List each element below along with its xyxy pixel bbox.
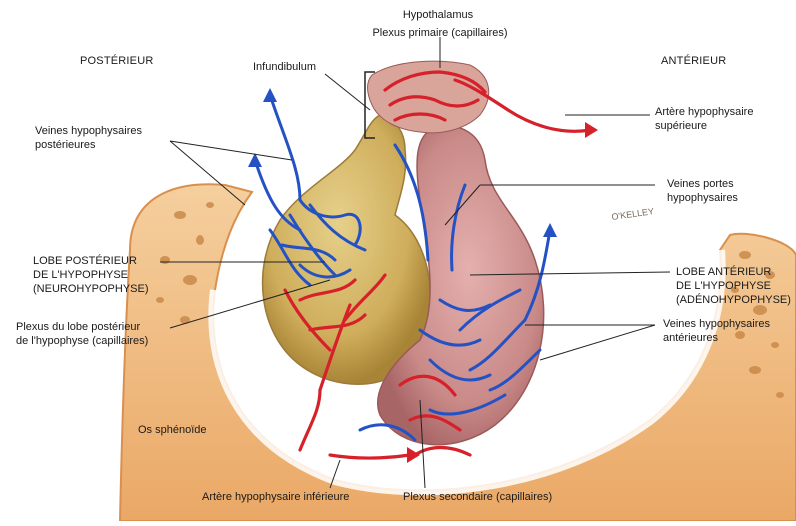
label-artere-inf: Artère hypophysaire inférieure [202,491,349,504]
label-veines-post-2: postérieures [35,139,96,152]
label-plexus-sec: Plexus secondaire (capillaires) [403,491,552,504]
label-plexus-post-2: de l'hypophyse (capillaires) [16,335,148,348]
label-os-sphenoide: Os sphénoïde [138,424,207,437]
label-lobe-post-2: DE L'HYPOPHYSE [33,269,128,282]
label-infundibulum: Infundibulum [253,61,316,74]
label-plexus-primaire: Plexus primaire (capillaires) [355,27,525,40]
label-veines-portes-1: Veines portes [667,178,734,191]
label-hypothalamus: Hypothalamus [378,9,498,22]
label-anterior: ANTÉRIEUR [661,55,726,68]
label-veines-portes-2: hypophysaires [667,192,738,205]
label-lobe-post-3: (NEUROHYPOPHYSE) [33,283,149,296]
label-lobe-post-1: LOBE POSTÉRIEUR [33,255,137,268]
label-veines-ant-1: Veines hypophysaires [663,318,770,331]
label-lobe-ant-3: (ADÉNOHYPOPHYSE) [676,294,791,307]
label-artere-sup-2: supérieure [655,120,707,133]
artist-signature: O'KELLEY [611,206,655,222]
label-lobe-ant-1: LOBE ANTÉRIEUR [676,266,771,279]
posterior-lobe [263,115,431,384]
label-posterior: POSTÉRIEUR [80,55,154,68]
label-veines-post-1: Veines hypophysaires [35,125,142,138]
label-plexus-post-1: Plexus du lobe postérieur [16,321,140,334]
label-artere-sup-1: Artère hypophysaire [655,106,753,119]
label-veines-ant-2: antérieures [663,332,718,345]
label-lobe-ant-2: DE L'HYPOPHYSE [676,280,771,293]
